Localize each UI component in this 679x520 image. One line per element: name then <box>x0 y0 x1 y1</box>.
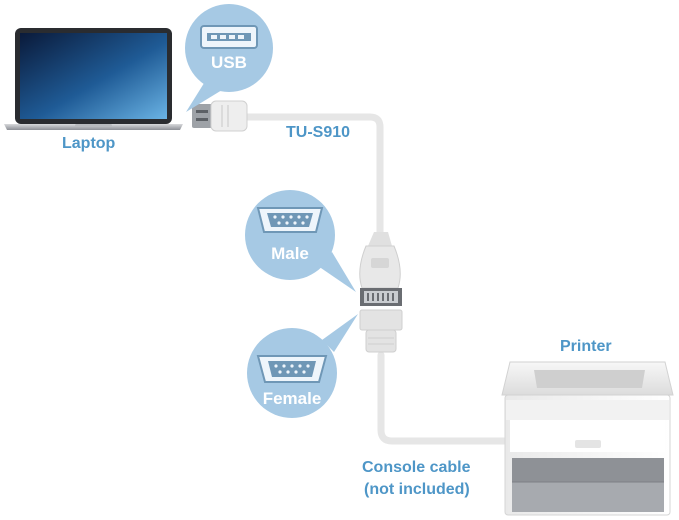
female-bubble-label: Female <box>262 389 322 408</box>
female-bubble <box>247 314 358 418</box>
usb-bubble <box>185 4 273 112</box>
laptop-icon <box>4 28 183 130</box>
console-connector-icon <box>359 309 403 353</box>
laptop-label: Laptop <box>62 135 116 152</box>
printer-label: Printer <box>560 338 612 355</box>
male-bubble <box>245 190 356 292</box>
console-cable-note: (not included) <box>364 481 470 498</box>
adapter-label: TU-S910 <box>286 124 351 141</box>
adapter-icon <box>359 232 402 306</box>
usb-port-icon <box>200 25 258 49</box>
db9-female-icon <box>256 355 328 383</box>
cables <box>241 113 509 445</box>
usb-cable <box>241 113 384 239</box>
console-cable-label: Console cable <box>362 459 471 476</box>
printer-icon <box>501 361 674 516</box>
console-cable <box>377 351 509 445</box>
usb-bubble-label: USB <box>211 53 247 72</box>
db9-male-icon <box>256 207 324 233</box>
usb-plug-icon <box>192 100 248 132</box>
male-bubble-label: Male <box>271 244 309 263</box>
